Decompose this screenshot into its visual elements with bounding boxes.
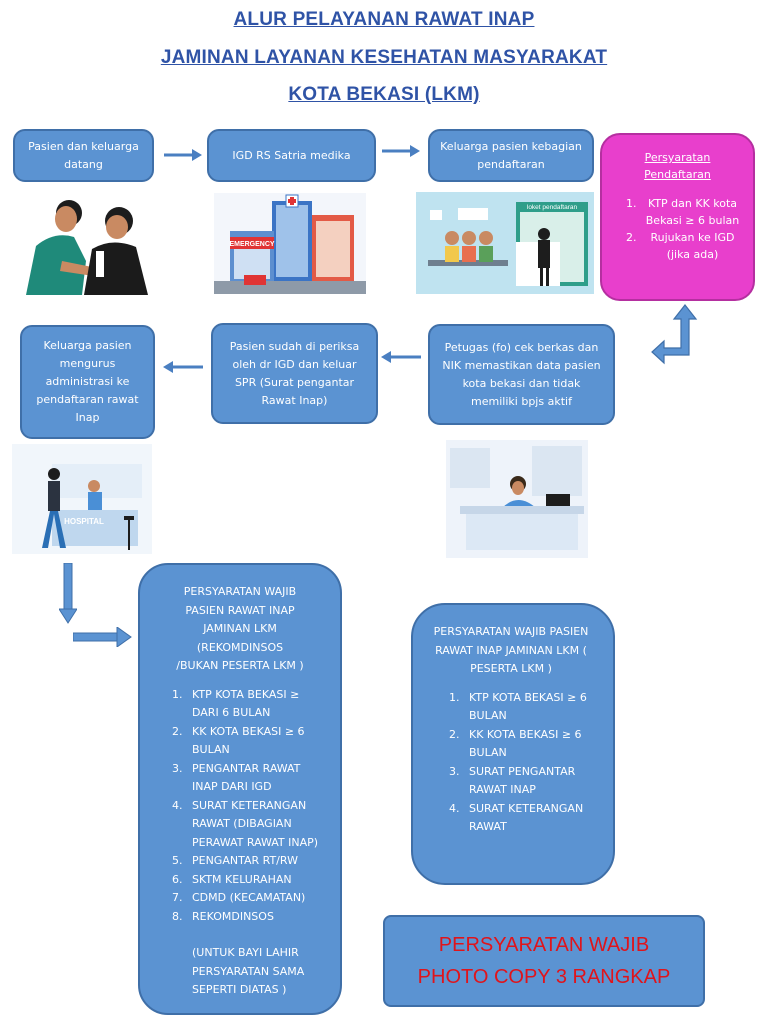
requirements-member: PERSYARATAN WAJIB PASIEN RAWAT INAP JAMI… [411, 603, 615, 885]
step-family-administration-text: Keluarga pasien mengurus administrasi ke… [36, 339, 139, 424]
requirements-member-heading: PERSYARATAN WAJIB PASIEN RAWAT INAP JAMI… [433, 625, 589, 675]
elbow-arrow-icon [651, 304, 698, 365]
registration-list: KTP dan KK kota Bekasi ≥ 6 bulan Rujukan… [602, 195, 753, 263]
registration-counter-icon: loket pendaftaran [416, 192, 594, 294]
step-family-registration: Keluarga pasien kebagian pendaftaran [428, 129, 594, 182]
requirements-member-list: KTP KOTA BEKASI ≥ 6 BULAN KK KOTA BEKASI… [423, 689, 599, 837]
family-illustration [14, 191, 154, 295]
officer-desk-icon [446, 440, 588, 558]
arrow-down-icon [59, 563, 77, 624]
requirement-item: PENGANTAR RT/RW [186, 852, 324, 871]
photocopy-line-1: PERSYARATAN WAJIB [438, 934, 650, 956]
reception-sign-text: HOSPITAL [64, 517, 104, 526]
step-family-registration-text: Keluarga pasien kebagian pendaftaran [440, 139, 582, 171]
step-patient-examined-text: Pasien sudah di periksa oleh dr IGD dan … [229, 339, 360, 407]
hospital-icon: EMERGENCY [214, 193, 366, 294]
photocopy-line-2: PHOTO COPY 3 RANGKAP [417, 966, 671, 988]
officer-desk-illustration [446, 440, 588, 558]
requirement-item: PENGANTAR RAWAT INAP DARI IGD [186, 760, 324, 797]
step-family-administration: Keluarga pasien mengurus administrasi ke… [20, 325, 155, 439]
registration-requirements: Persyaratan Pendaftaran KTP dan KK kota … [600, 133, 755, 301]
arrow-right-icon [164, 149, 202, 161]
title-line-1: ALUR PELAYANAN RAWAT INAP [233, 9, 535, 30]
reception-illustration: HOSPITAL [12, 444, 152, 554]
step-igd: IGD RS Satria medika [207, 129, 376, 182]
requirement-item: SURAT KETERANGAN RAWAT [463, 800, 599, 837]
hospital-illustration: EMERGENCY [214, 193, 366, 294]
requirements-non-member: PERSYARATAN WAJIB PASIEN RAWAT INAP JAMI… [138, 563, 342, 1015]
requirement-item: SKTM KELURAHAN [186, 871, 324, 890]
arrow-right-icon [73, 627, 132, 647]
step-officer-check-text: Petugas (fo) cek berkas dan NIK memastik… [442, 340, 601, 408]
registration-item: Rujukan ke IGD (jika ada) [640, 229, 745, 263]
arrow-left-icon [381, 351, 421, 363]
step-patient-arrives-text: Pasien dan keluarga datang [28, 139, 139, 171]
step-igd-text: IGD RS Satria medika [232, 148, 351, 162]
step-officer-check: Petugas (fo) cek berkas dan NIK memastik… [428, 324, 615, 425]
requirement-item: REKOMDINSOS [186, 908, 324, 927]
step-patient-examined: Pasien sudah di periksa oleh dr IGD dan … [211, 323, 378, 424]
requirements-note: (UNTUK BAYI LAHIR PERSYARATAN SAMA SEPER… [192, 946, 305, 996]
arrow-left-icon [163, 361, 203, 373]
requirement-item: KTP KOTA BEKASI ≥ 6 BULAN [463, 689, 599, 726]
requirement-item: SURAT PENGANTAR RAWAT INAP [463, 763, 599, 800]
family-icon [26, 200, 148, 295]
requirement-item: KK KOTA BEKASI ≥ 6 BULAN [186, 723, 324, 760]
step-patient-arrives: Pasien dan keluarga datang [13, 129, 154, 182]
requirement-item: CDMD (KECAMATAN) [186, 889, 324, 908]
arrow-right-icon [382, 145, 420, 157]
requirement-item: KK KOTA BEKASI ≥ 6 BULAN [463, 726, 599, 763]
photocopy-notice: PERSYARATAN WAJIB PHOTO COPY 3 RANGKAP [383, 915, 705, 1007]
requirements-non-member-heading: PERSYARATAN WAJIB PASIEN RAWAT INAP JAMI… [176, 585, 304, 672]
counter-sign-text: loket pendaftaran [527, 204, 578, 211]
title-line-3: KOTA BEKASI (LKM) [288, 84, 480, 105]
requirements-non-member-list: KTP KOTA BEKASI ≥ DARI 6 BULAN KK KOTA B… [148, 686, 324, 927]
title-line-2: JAMINAN LAYANAN KESEHATAN MASYARAKAT [160, 47, 608, 68]
reception-icon: HOSPITAL [12, 444, 152, 554]
requirement-item: SURAT KETERANGAN RAWAT (DIBAGIAN PERAWAT… [186, 797, 324, 853]
hospital-sign-text: EMERGENCY [229, 241, 274, 248]
registration-heading: Persyaratan Pendaftaran [644, 151, 711, 181]
requirement-item: KTP KOTA BEKASI ≥ DARI 6 BULAN [186, 686, 324, 723]
registration-counter-illustration: loket pendaftaran [416, 192, 594, 294]
registration-item: KTP dan KK kota Bekasi ≥ 6 bulan [640, 195, 745, 229]
